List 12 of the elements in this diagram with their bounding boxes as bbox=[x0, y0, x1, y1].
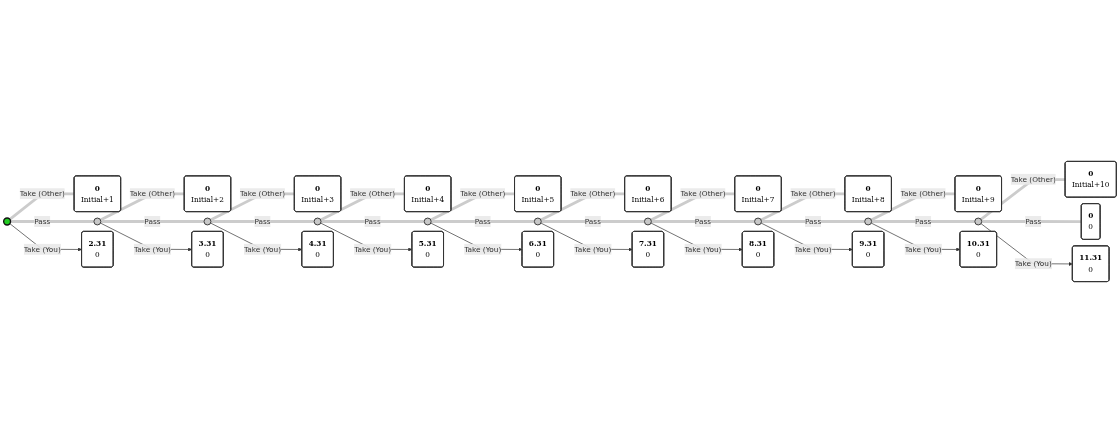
node-circle bbox=[423, 217, 432, 226]
node-circle bbox=[313, 217, 322, 226]
node-circle bbox=[864, 217, 873, 226]
connector bbox=[100, 220, 205, 223]
node-circle bbox=[3, 217, 12, 226]
node-circle bbox=[644, 217, 652, 226]
connector bbox=[210, 220, 315, 223]
node-circle bbox=[533, 217, 542, 226]
node-circle bbox=[203, 217, 212, 226]
node-circle bbox=[754, 217, 762, 226]
node-circle bbox=[974, 217, 983, 226]
node-circle bbox=[93, 217, 102, 226]
